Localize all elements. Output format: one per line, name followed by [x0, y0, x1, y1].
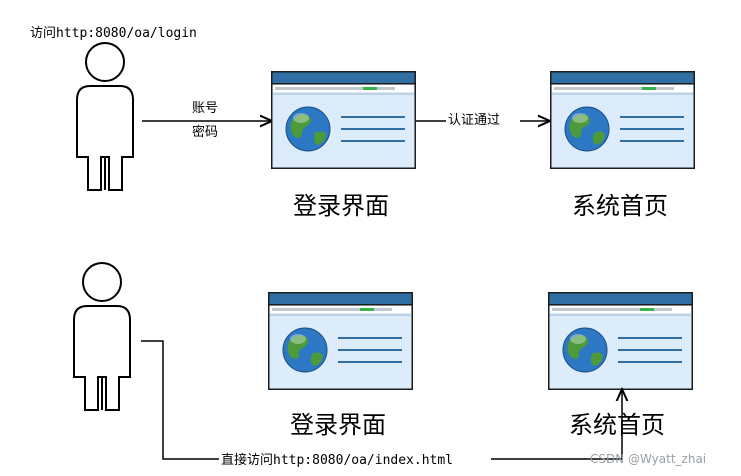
home-page-caption: 系统首页 [572, 192, 668, 220]
auth-passed-label: 认证通过 [448, 113, 500, 128]
credentials-label-account: 账号 [192, 101, 218, 116]
direct-user-person-icon [73, 262, 131, 411]
credentials-label-password: 密码 [192, 124, 218, 140]
direct-access-arrow [141, 340, 622, 460]
bottom-home-browser-window [548, 292, 693, 390]
direct-access-label: 直接访问http:8080/oa/index.html [221, 452, 453, 468]
bottom-login-page-caption: 登录界面 [290, 411, 386, 439]
bottom-home-page-caption: 系统首页 [569, 411, 665, 439]
login-url-label: 访问http:8080/oa/login [30, 26, 197, 41]
user-person-icon [76, 42, 134, 191]
login-browser-window [271, 71, 416, 169]
watermark: CSDN @Wyatt_zhai [590, 452, 706, 466]
bottom-login-browser-window [268, 292, 413, 390]
home-browser-window [550, 71, 695, 169]
login-page-caption: 登录界面 [293, 192, 389, 220]
